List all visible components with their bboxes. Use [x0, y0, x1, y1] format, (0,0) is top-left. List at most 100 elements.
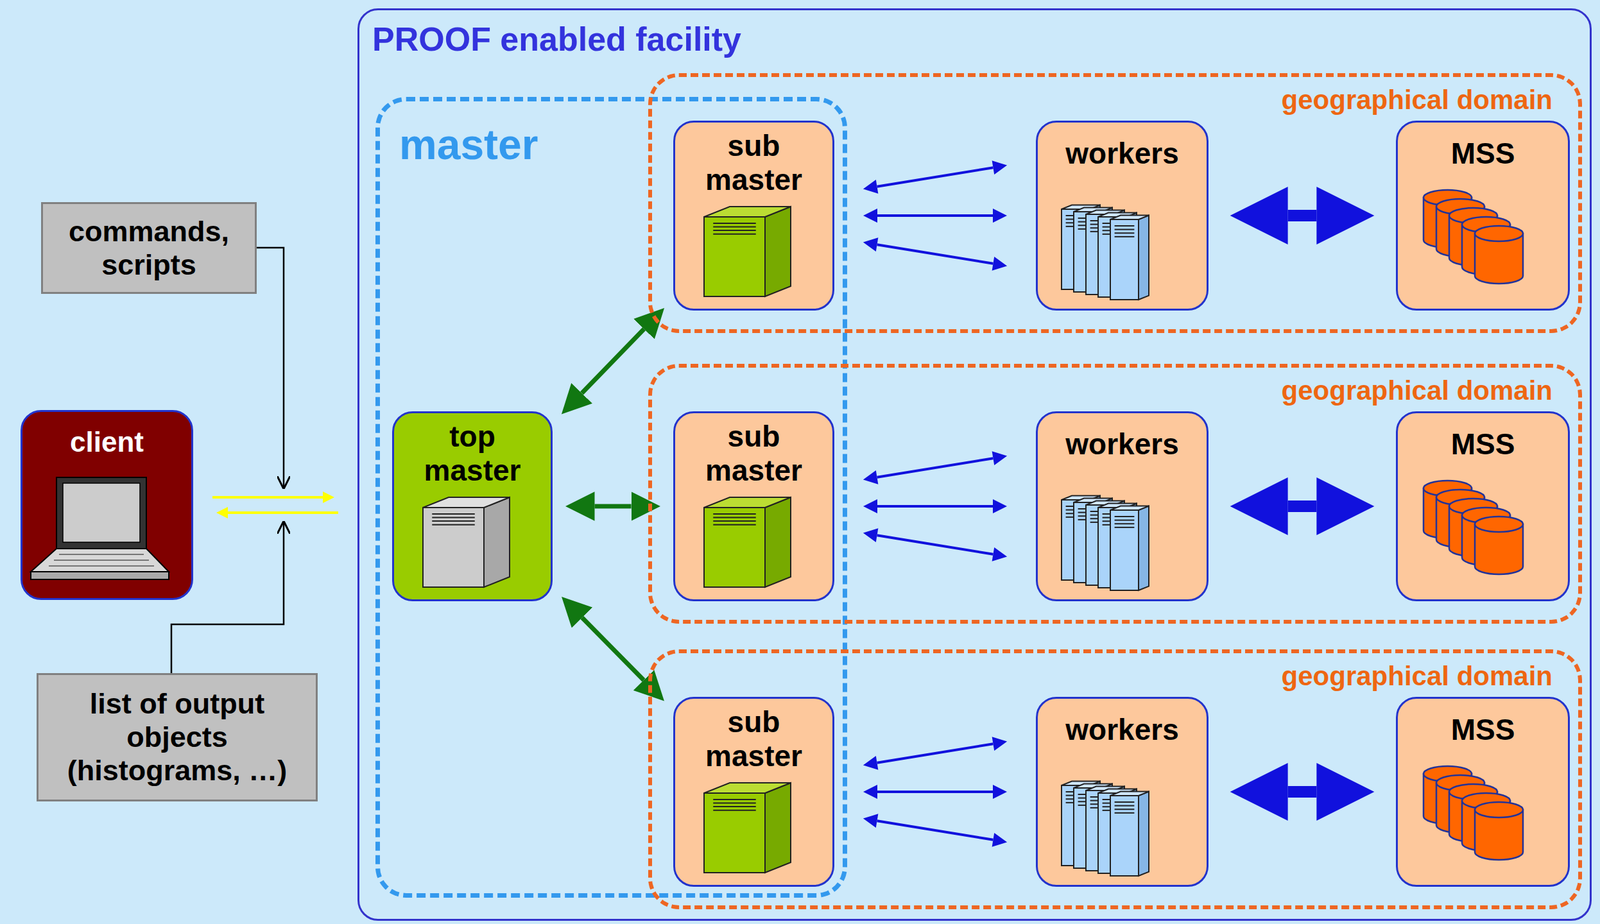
server-icon — [704, 782, 791, 873]
server-slot — [713, 809, 757, 812]
worker-node-icon — [1110, 215, 1149, 300]
storage-box: MSS — [1395, 120, 1570, 311]
disk-top — [1462, 216, 1511, 233]
server-slot — [713, 520, 757, 522]
server-slot — [1102, 809, 1123, 812]
storage-disk-icon — [1423, 480, 1472, 539]
server-side — [765, 782, 791, 873]
node-label: workers — [1037, 136, 1207, 171]
server-slot — [1090, 796, 1111, 798]
connector-arrow — [582, 329, 645, 394]
server-front — [1073, 788, 1102, 869]
server-slot — [1078, 228, 1099, 230]
connector-arrow — [877, 244, 994, 264]
disk-body — [1462, 800, 1511, 852]
server-slot — [713, 517, 757, 519]
server-slot — [1114, 516, 1135, 518]
storage-disk-icon — [1436, 198, 1485, 257]
server-slot — [1102, 517, 1123, 519]
disk-body — [1474, 809, 1523, 861]
server-slot — [1078, 512, 1099, 514]
disk-body — [1436, 497, 1485, 548]
server-top — [1098, 789, 1137, 794]
worker-node-icon — [1085, 210, 1125, 295]
disk-body — [1436, 782, 1485, 834]
server-slot — [1114, 519, 1135, 522]
server-slot — [431, 513, 475, 515]
server-slot — [1090, 800, 1111, 802]
facility-frame: PROOF enabled facilitymastertop masterge… — [357, 8, 1592, 921]
server-slot — [1114, 812, 1135, 814]
disk-top — [1474, 802, 1523, 818]
note-text: commands, scripts — [43, 211, 255, 286]
server-slot — [1102, 520, 1123, 522]
client-box: client — [20, 410, 194, 601]
server-top — [1085, 210, 1125, 215]
worker-node-icon — [1110, 506, 1149, 591]
server-slot — [713, 799, 757, 801]
disk-body — [1462, 515, 1511, 566]
server-slot — [1102, 513, 1123, 515]
disk-top — [1462, 507, 1511, 524]
server-top — [1110, 506, 1149, 511]
worker-node-icon — [1073, 498, 1113, 583]
server-slot — [1102, 229, 1123, 232]
region-label: geographical domain — [1281, 661, 1553, 692]
laptop-keys — [48, 565, 155, 567]
disk-body — [1423, 488, 1472, 539]
disk-top — [1423, 766, 1472, 782]
server-slot — [431, 520, 475, 522]
connector-arrow — [594, 504, 632, 509]
disk-body — [1449, 506, 1498, 557]
server-top — [704, 206, 791, 217]
node-label: client — [22, 426, 192, 459]
server-side — [1089, 496, 1101, 581]
disk-top — [1436, 489, 1485, 506]
server-slot — [1090, 223, 1111, 226]
connector-arrow — [1288, 209, 1317, 222]
sub-master-box: sub master — [673, 411, 835, 602]
server-front — [704, 507, 766, 588]
server-front — [1073, 211, 1102, 293]
region-label: geographical domain — [1281, 375, 1553, 407]
disk-top — [1474, 225, 1523, 242]
server-side — [1126, 789, 1137, 874]
server-slot — [1078, 519, 1099, 521]
disk-top — [1436, 198, 1485, 215]
top-master-box: top master — [392, 411, 553, 602]
server-icon — [704, 206, 791, 297]
server-slot — [713, 229, 757, 232]
node-label: workers — [1037, 713, 1207, 748]
disk-body — [1423, 774, 1472, 825]
server-slot — [713, 226, 757, 228]
server-top — [1061, 205, 1101, 210]
workers-box: workers — [1035, 411, 1209, 602]
storage-disk-icon — [1436, 489, 1485, 548]
server-slot — [1090, 807, 1111, 809]
storage-disk-icon — [1423, 766, 1472, 825]
disk-body — [1436, 206, 1485, 257]
storage-disk-icon — [1462, 507, 1511, 566]
server-slot — [1102, 222, 1123, 224]
node-label: top master — [416, 419, 529, 488]
server-front — [422, 507, 484, 588]
server-slot — [1114, 526, 1135, 529]
server-slot — [1090, 227, 1111, 229]
connector-arrow — [227, 511, 339, 515]
node-label: sub master — [697, 419, 810, 488]
server-side — [1114, 501, 1125, 586]
server-icon — [422, 497, 510, 588]
server-side — [1138, 791, 1149, 877]
laptop-icon — [30, 477, 169, 580]
disk-body — [1423, 197, 1472, 248]
server-slot — [1078, 515, 1099, 517]
note-text: list of output objects (histograms, …) — [38, 683, 316, 791]
server-slot — [1078, 797, 1099, 800]
server-top — [1098, 213, 1137, 217]
server-front — [704, 216, 766, 297]
server-side — [1101, 207, 1113, 293]
storage-disk-icon — [1423, 189, 1472, 248]
server-side — [1089, 205, 1101, 290]
storage-box: MSS — [1395, 411, 1570, 602]
server-side — [1126, 503, 1137, 588]
